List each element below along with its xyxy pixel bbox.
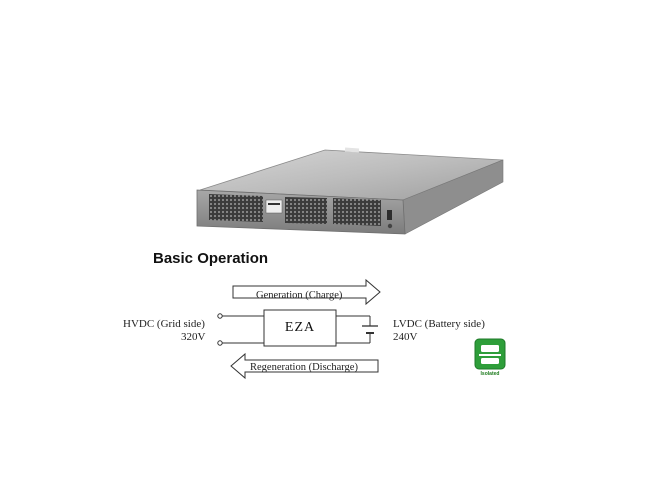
section-heading: Basic Operation xyxy=(153,250,269,267)
isolated-badge-icon xyxy=(474,338,506,370)
reverse-arrow xyxy=(230,352,379,380)
block-diagram xyxy=(217,278,381,380)
left-terminal-title: HVDC (Grid side) xyxy=(123,318,205,330)
left-terminal-voltage: 320V xyxy=(181,331,206,343)
power-converter-photo xyxy=(196,147,504,235)
eza-box xyxy=(263,309,337,347)
vent-center xyxy=(285,197,327,224)
vent-left xyxy=(209,194,263,222)
right-terminal-voltage: 240V xyxy=(393,331,418,343)
left-terminal-bottom xyxy=(217,340,223,346)
reverse-arrow-label: Regeneration (Discharge) xyxy=(250,362,358,373)
converter-label: EZA xyxy=(284,320,316,335)
left-terminal-top xyxy=(217,313,223,319)
badge-label: Isolated xyxy=(480,371,500,377)
label-plate xyxy=(265,199,283,214)
front-connector xyxy=(387,210,392,220)
forward-arrow xyxy=(232,278,381,306)
right-terminal-title: LVDC (Battery side) xyxy=(393,318,485,330)
front-button xyxy=(387,223,393,229)
forward-arrow-label: Generation (Charge) xyxy=(256,290,343,301)
vent-right xyxy=(333,198,381,226)
